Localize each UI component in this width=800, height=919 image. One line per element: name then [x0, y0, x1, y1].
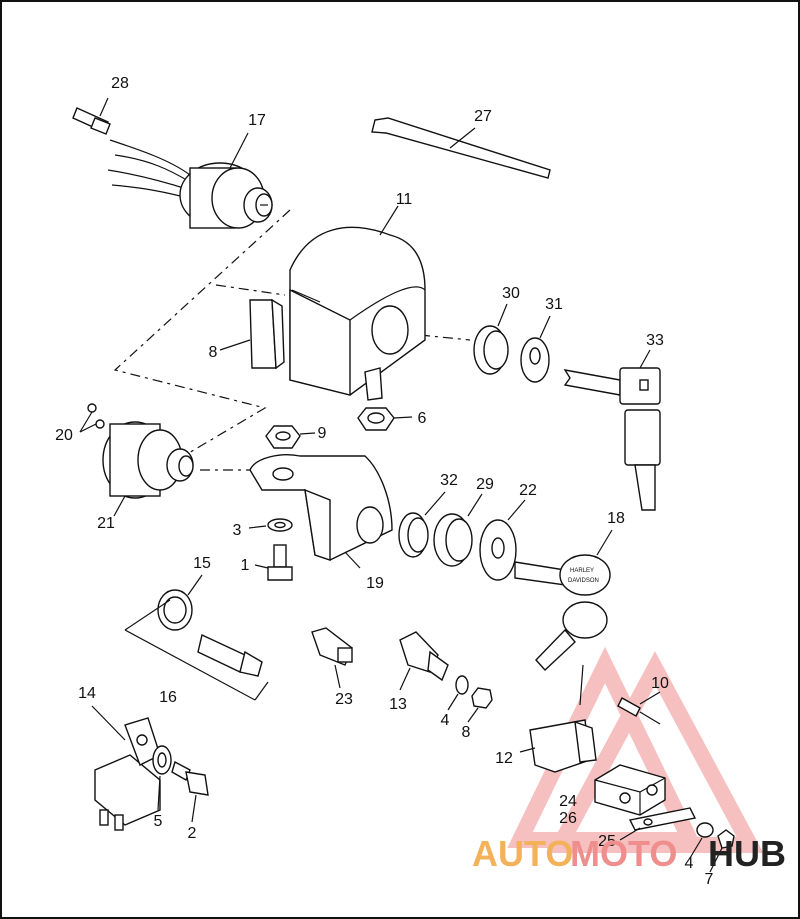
part-27-cable-strap: [371, 117, 551, 179]
part-label-l28: 28: [111, 75, 129, 92]
part-label-l15: 15: [193, 555, 211, 572]
part-label-l17: 17: [248, 112, 266, 129]
part-label-l33: 33: [646, 332, 664, 349]
part-1-bolt: [254, 544, 293, 581]
part-label-l22: 22: [519, 482, 537, 499]
part-label-l25: 25: [598, 833, 616, 850]
part-32-ring: [398, 491, 446, 558]
part-10-pin: [617, 691, 661, 725]
part-label-l1: 1: [241, 557, 250, 574]
part-13-switch: [399, 631, 449, 691]
watermark-auto: AUTO: [472, 833, 573, 874]
part-label-l27: 27: [474, 108, 492, 125]
part-5-lockwasher: [152, 745, 172, 811]
part-12-bracket: [519, 664, 597, 773]
part-label-l3: 3: [233, 522, 242, 539]
part-label-l4b: 4: [685, 855, 694, 872]
part-label-l30: 30: [502, 285, 520, 302]
part-label-l5: 5: [154, 813, 163, 830]
part-label-l11: 11: [396, 191, 413, 208]
part-8-bracket-upper: [219, 298, 285, 370]
part-label-l20: 20: [55, 427, 73, 444]
part-label-l9: 9: [318, 425, 327, 442]
watermark-hub: HUB: [708, 833, 786, 874]
part-6-nut: [357, 407, 413, 431]
dashed-line-17-to-housing: [113, 209, 291, 471]
part-label-l19: 19: [366, 575, 384, 592]
part-21-switch: [102, 421, 194, 517]
part-19-bracket: [249, 454, 393, 569]
part-22-plate: [479, 499, 526, 581]
part-label-l21: 21: [97, 515, 115, 532]
part-label-l32: 32: [440, 472, 458, 489]
part-3-washer: [248, 518, 293, 532]
part-label-l6: 6: [418, 410, 427, 427]
part-15-washer: [157, 574, 203, 631]
part-8-nut-lower: [467, 687, 493, 723]
part-label-l2: 2: [188, 825, 197, 842]
part-label-l13: 13: [389, 696, 407, 713]
part-14-relay: [91, 705, 161, 831]
part-label-l8a: 8: [209, 344, 218, 361]
part-label-l14: 14: [78, 685, 96, 702]
part-label-l16: 16: [159, 689, 177, 706]
part-label-l23: 23: [335, 691, 353, 708]
key-18-brand-b: DAVIDSON: [568, 578, 599, 584]
part-label-l12: 12: [495, 750, 513, 767]
part-label-l29: 29: [476, 476, 494, 493]
part-33-keys: [563, 349, 661, 511]
part-23-sensor: [311, 627, 353, 689]
part-31-plate: [520, 315, 551, 383]
part-30-ring: [473, 303, 509, 375]
part-18-keys: HARLEY DAVIDSON: [514, 529, 613, 671]
watermark-moto: MOTO: [570, 833, 677, 874]
part-label-l7: 7: [705, 871, 714, 888]
part-16-switch: [124, 599, 269, 701]
key-18-brand-a: HARLEY: [570, 568, 594, 574]
part-28-fuse: [72, 97, 111, 135]
part-24-26-block: [594, 764, 666, 816]
dashed-line-housing-to-30: [419, 334, 471, 341]
part-label-l10: 10: [651, 675, 669, 692]
part-4-7-fasteners-right: [689, 822, 735, 873]
part-label-l26: 26: [559, 810, 577, 827]
part-17-ignition-switch: [107, 132, 273, 229]
part-4-lockwasher-lower: [447, 675, 469, 711]
part-20-screws: [79, 403, 105, 433]
part-9-nut: [265, 425, 316, 449]
part-25-strip: [619, 807, 697, 841]
part-label-l24: 24: [559, 793, 577, 810]
part-label-l4a: 4: [441, 712, 450, 729]
part-label-l31: 31: [545, 296, 563, 313]
watermark-triangle-right: [546, 651, 764, 853]
part-label-l18: 18: [607, 510, 625, 527]
part-29-ring: [433, 493, 483, 567]
watermark-text: AUTO MOTO HUB: [472, 833, 786, 874]
part-label-l8b: 8: [462, 724, 471, 741]
part-2-bolt: [171, 760, 209, 823]
part-11-switch-housing: [289, 205, 426, 401]
